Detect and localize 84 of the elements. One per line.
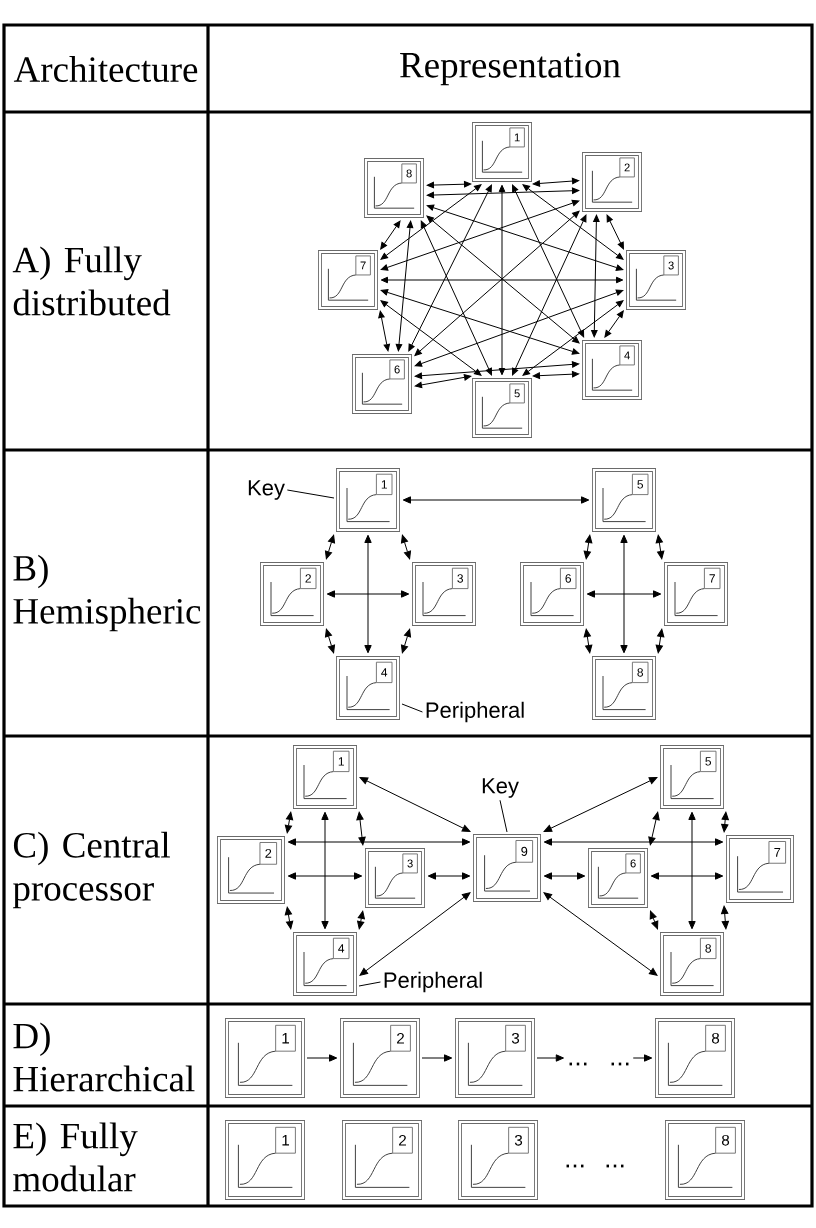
callout-label: Peripheral (426, 701, 524, 723)
double-arrow (591, 214, 600, 338)
double-arrow (604, 310, 624, 338)
double-arrow (427, 872, 471, 880)
double-arrow (649, 910, 659, 930)
double-arrow (583, 534, 593, 560)
double-arrow (583, 628, 593, 654)
double-arrow (522, 300, 624, 376)
ellipsis: ... (606, 1164, 624, 1168)
double-arrow (543, 838, 724, 846)
double-arrow (498, 184, 506, 376)
row-label: D) Hierarchical (13, 1022, 195, 1092)
double-arrow (408, 184, 492, 352)
double-arrow (400, 628, 412, 654)
arrow (632, 1054, 653, 1062)
double-arrow (400, 534, 412, 560)
double-arrow (648, 811, 660, 846)
double-arrow (284, 811, 294, 834)
leader-line (358, 981, 381, 987)
leader-line (401, 703, 423, 713)
double-arrow (414, 374, 472, 389)
double-arrow (543, 892, 658, 976)
ellipsis: ... (611, 1062, 629, 1066)
double-arrow (414, 210, 580, 356)
double-arrow (402, 496, 590, 504)
double-arrow (522, 184, 624, 260)
column-header: Architecture (13, 55, 198, 83)
row-label: A) Fully distributed (12, 246, 171, 316)
double-arrow (721, 905, 729, 930)
double-arrow (395, 220, 414, 352)
double-arrow (380, 300, 482, 376)
callout-label: Key (482, 778, 519, 798)
row-label: E) Fully modular (13, 1122, 138, 1192)
double-arrow (414, 361, 580, 379)
double-arrow (532, 370, 580, 379)
double-arrow (688, 811, 696, 930)
double-arrow (426, 180, 472, 189)
double-arrow (426, 215, 580, 344)
double-arrow (620, 534, 628, 654)
double-arrow (364, 534, 372, 654)
double-arrow (380, 276, 624, 284)
row-label: B) Hemispheric (13, 554, 201, 632)
double-arrow (606, 214, 624, 250)
callout-label: Key (248, 480, 285, 500)
column-header: Representation (400, 52, 621, 86)
double-arrow (512, 214, 587, 376)
double-arrow (543, 777, 658, 832)
double-arrow (356, 811, 366, 846)
double-arrow (414, 289, 624, 367)
arrow (421, 1054, 453, 1062)
double-arrow (380, 220, 401, 250)
double-arrow (359, 892, 471, 976)
double-arrow (380, 199, 580, 271)
double-arrow (512, 184, 585, 338)
double-arrow (532, 177, 580, 187)
arrow (536, 1054, 564, 1062)
double-arrow (287, 838, 471, 846)
row-label: C) Central processor (13, 831, 170, 909)
double-arrow (655, 628, 665, 654)
double-arrow (426, 204, 624, 271)
leader-line (286, 489, 335, 499)
double-arrow (357, 910, 365, 930)
double-arrow (284, 906, 294, 930)
double-arrow (324, 534, 336, 560)
double-arrow (426, 187, 580, 199)
double-arrow (380, 184, 482, 260)
ellipsis: ... (569, 1062, 587, 1066)
double-arrow (287, 872, 363, 880)
double-arrow (359, 777, 471, 832)
double-arrow (420, 220, 492, 376)
ellipsis: ... (566, 1164, 584, 1168)
double-arrow (721, 811, 729, 833)
arrow (306, 1054, 338, 1062)
callout-label: Peripheral (384, 971, 482, 993)
double-arrow (378, 310, 391, 352)
double-arrow (380, 289, 580, 355)
double-arrow (543, 872, 586, 880)
double-arrow (324, 628, 336, 654)
leader-line (499, 799, 508, 833)
double-arrow (655, 534, 665, 560)
double-arrow (321, 811, 329, 930)
double-arrow (650, 872, 724, 880)
double-arrow (586, 590, 662, 598)
double-arrow (326, 590, 410, 598)
